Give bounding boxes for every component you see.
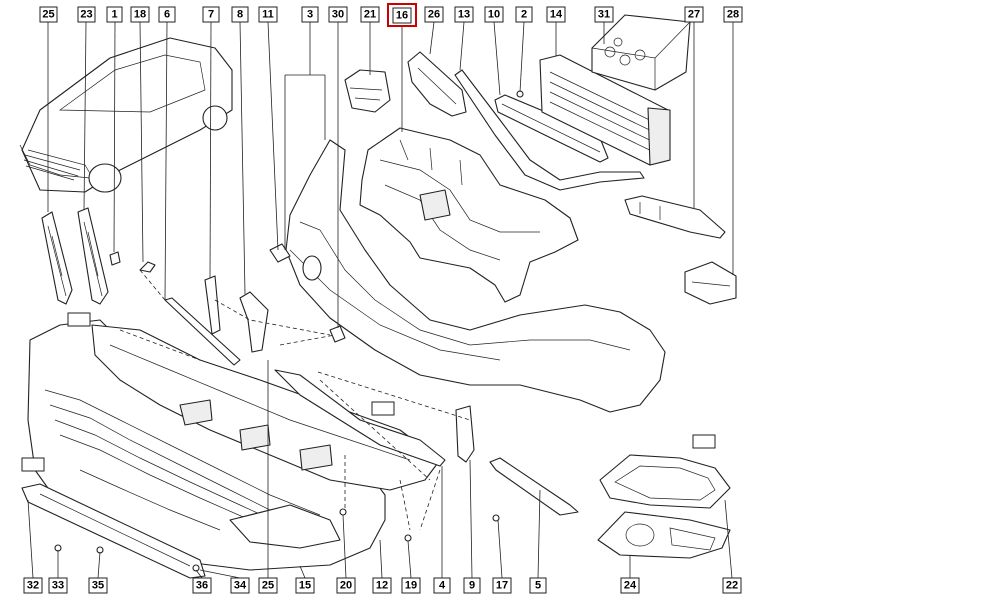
label-13: 13: [458, 9, 470, 21]
callout-11: 11: [258, 6, 278, 23]
callout-34: 34: [230, 577, 250, 594]
label-9: 9: [469, 580, 475, 592]
car-thumbnail: [19, 37, 233, 193]
callout-35: 35: [88, 577, 108, 594]
label-34: 34: [234, 580, 247, 592]
label-25-bottom: 25: [262, 580, 274, 592]
callout-19: 19: [401, 577, 421, 594]
label-4: 4: [439, 580, 446, 592]
center-support-bracket: [359, 127, 579, 303]
callout-18: 18: [130, 6, 150, 23]
callout-26: 26: [424, 6, 444, 23]
tag-boxes: [21, 312, 716, 472]
label-8: 8: [237, 9, 243, 21]
radiator-14: [539, 54, 671, 166]
callout-48-top: 25: [39, 6, 58, 23]
label-10: 10: [488, 9, 500, 21]
label-35: 35: [92, 580, 104, 592]
label-7: 7: [208, 9, 214, 21]
fog-lamp-bezel-frame: [599, 454, 731, 509]
absorber-27: [624, 195, 726, 239]
callout-1: 1: [106, 6, 123, 23]
label-28: 28: [727, 9, 739, 21]
upper-bumper-cover: [285, 139, 666, 413]
label-31: 31: [598, 9, 610, 21]
label-15: 15: [299, 580, 311, 592]
strip-10: [494, 94, 609, 163]
callout-23: 23: [77, 6, 96, 23]
label-22: 22: [726, 580, 738, 592]
callout-17: 17: [492, 577, 512, 594]
callout-16: 16: [387, 3, 417, 27]
callout-27: 27: [684, 6, 704, 23]
callout-14: 14: [546, 6, 566, 23]
underbody-tray: [91, 324, 441, 491]
label-16: 16: [396, 10, 408, 22]
label-17: 17: [496, 580, 508, 592]
fastener-kit-box: [591, 14, 691, 91]
callout-30: 30: [328, 6, 348, 23]
label-21: 21: [364, 9, 376, 21]
strip-13: [454, 69, 645, 191]
callout-31: 31: [594, 6, 614, 23]
callout-36: 36: [192, 577, 212, 594]
callout-10: 10: [484, 6, 504, 23]
leader-lines: [27, 21, 734, 579]
label-3: 3: [307, 9, 313, 21]
callout-22: 22: [722, 577, 742, 594]
assembly-lines: [119, 269, 471, 531]
callout-28: 28: [723, 6, 743, 23]
highlight-frame: [387, 3, 417, 27]
label-32: 32: [27, 580, 39, 592]
callout-8: 8: [231, 6, 249, 23]
callout-4: 4: [433, 577, 451, 594]
fasteners: [54, 90, 579, 572]
callout-2: 2: [515, 6, 533, 23]
label-27: 27: [688, 9, 700, 21]
callout-20: 20: [336, 577, 356, 594]
callout-24: 24: [620, 577, 640, 594]
label-5: 5: [535, 580, 541, 592]
callout-6: 6: [158, 6, 176, 23]
label-36: 36: [196, 580, 208, 592]
callout-7: 7: [202, 6, 220, 23]
callout-13: 13: [454, 6, 474, 23]
label-14: 14: [550, 9, 563, 21]
callout-15: 15: [295, 577, 315, 594]
bracket-21: [344, 69, 391, 113]
label-30: 30: [332, 9, 344, 21]
callout-32: 32: [23, 577, 43, 594]
deflector-26: [407, 51, 467, 117]
label-33: 33: [52, 580, 64, 592]
callout-5: 5: [529, 577, 547, 594]
label-23: 23: [80, 9, 92, 21]
callout-9: 9: [463, 577, 481, 594]
label-6: 6: [164, 9, 170, 21]
fog-lamp-bezel: [597, 511, 731, 559]
callout-12: 12: [372, 577, 392, 594]
callout-33: 33: [48, 577, 68, 594]
bracket-28: [684, 261, 737, 305]
label-2: 2: [521, 9, 527, 21]
side-grille-right: [77, 207, 109, 305]
callout-3: 3: [301, 6, 319, 23]
label-26: 26: [428, 9, 440, 21]
callout-25-bottom: 25: [258, 577, 278, 594]
label-1: 1: [111, 9, 117, 21]
label-11: 11: [262, 9, 274, 21]
label-24: 24: [624, 580, 637, 592]
side-grille-left: [41, 211, 73, 305]
label-25: 25: [42, 9, 54, 21]
label-20: 20: [340, 580, 352, 592]
label-18: 18: [134, 9, 146, 21]
label-19: 19: [405, 580, 417, 592]
callout-21: 21: [360, 6, 380, 23]
label-12: 12: [376, 580, 388, 592]
